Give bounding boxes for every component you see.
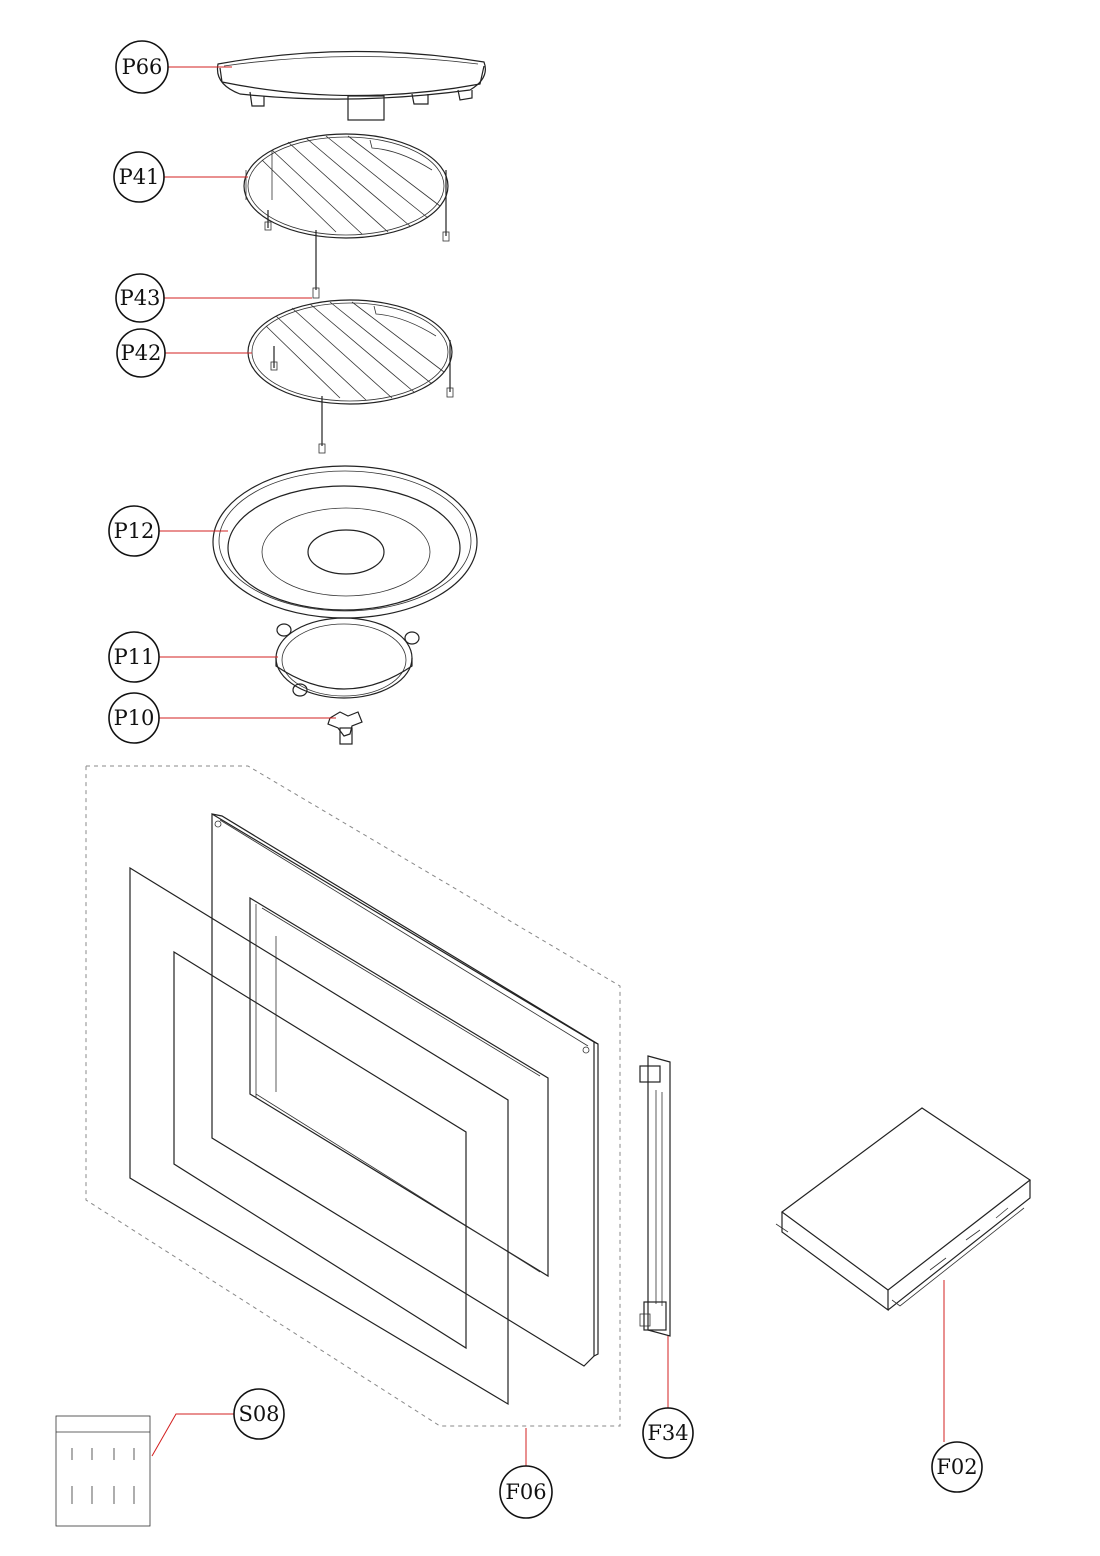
callout-p41: P41 [113,151,165,203]
part-s08-screw-bag [55,1415,151,1527]
callout-p12-label: P12 [114,519,155,543]
callout-f06: F06 [499,1465,553,1519]
callout-p12: P12 [108,505,160,557]
callout-p66: P66 [115,40,169,94]
callout-p66-label: P66 [122,55,163,79]
callout-p10: P10 [108,692,160,744]
callout-f02: F02 [931,1441,983,1493]
callout-p10-label: P10 [114,706,155,730]
callout-p41-label: P41 [119,165,160,189]
part-p42-low-rack [247,299,454,454]
callout-p11: P11 [108,631,160,683]
callout-s08-label: S08 [238,1402,279,1426]
part-p12-turntable-glass [212,465,478,619]
callout-p42: P42 [116,328,166,378]
trim-kit-assembly-outline [85,765,621,1427]
part-f06-front-frame [129,866,509,1406]
part-f06-back-frame [211,812,599,1367]
part-p66-crisper-plate [216,50,486,121]
callout-f02-label: F02 [936,1455,977,1479]
callout-f06-label: F06 [505,1480,546,1504]
callout-p43: P43 [115,273,165,323]
callout-p42-label: P42 [121,341,162,365]
part-p10-coupler [327,711,363,745]
part-f34-side-rail [639,1055,671,1337]
callout-f34-label: F34 [647,1421,688,1445]
callout-f34: F34 [642,1407,694,1459]
part-p41-high-rack [243,133,450,299]
part-f02-box [775,1107,1032,1312]
callout-s08: S08 [233,1388,285,1440]
callout-p43-label: P43 [120,286,161,310]
part-p11-roller-ring [275,617,420,699]
callout-p11-label: P11 [114,645,155,669]
